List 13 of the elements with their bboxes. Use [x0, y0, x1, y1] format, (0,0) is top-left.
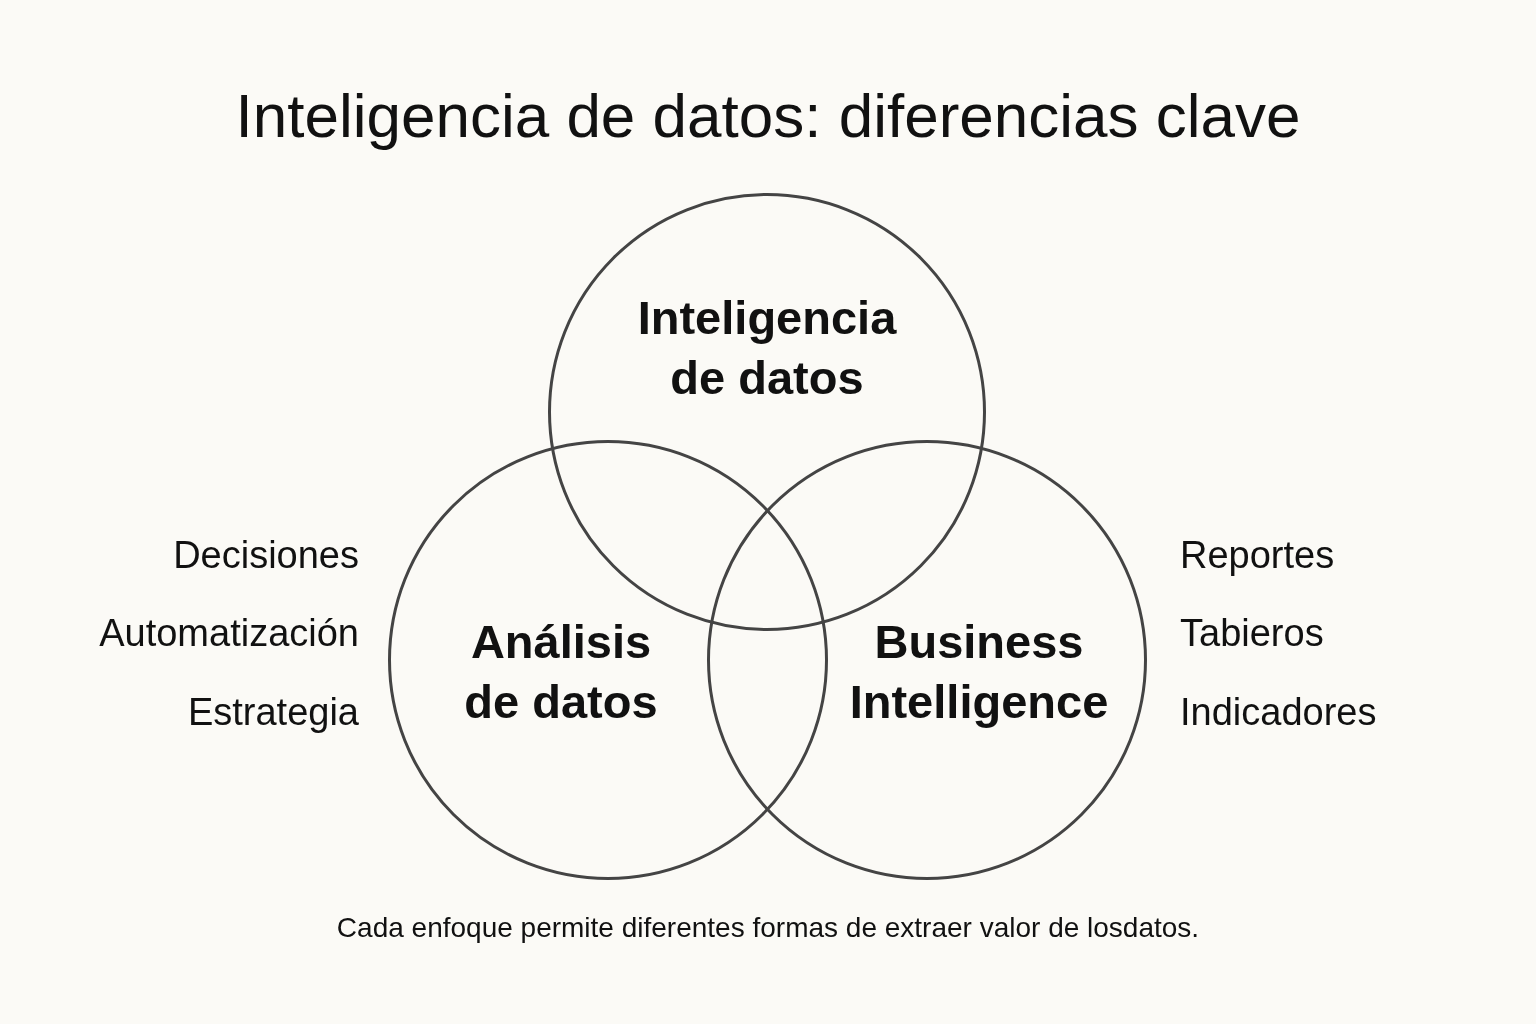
title: Inteligencia de datos: diferencias clave: [234, 80, 1302, 151]
side-label: Reportes: [1180, 533, 1335, 577]
venn-circle: [388, 440, 828, 880]
circle-label: Business Intelligence: [848, 614, 1110, 730]
venn-circle: [707, 440, 1147, 880]
side-label: Indicadores: [1180, 690, 1377, 734]
side-label: Estrategia: [187, 690, 359, 734]
side-label: Automatización: [99, 611, 359, 655]
circle-label: Inteligencia de datos: [636, 290, 898, 406]
circle-label: Análisis de datos: [463, 614, 659, 730]
side-label: Tabieros: [1180, 611, 1324, 655]
caption: Cada enfoque permite diferentes formas de extraer valor de losdatos.: [335, 912, 1201, 944]
side-label: Decisiones: [173, 533, 359, 577]
